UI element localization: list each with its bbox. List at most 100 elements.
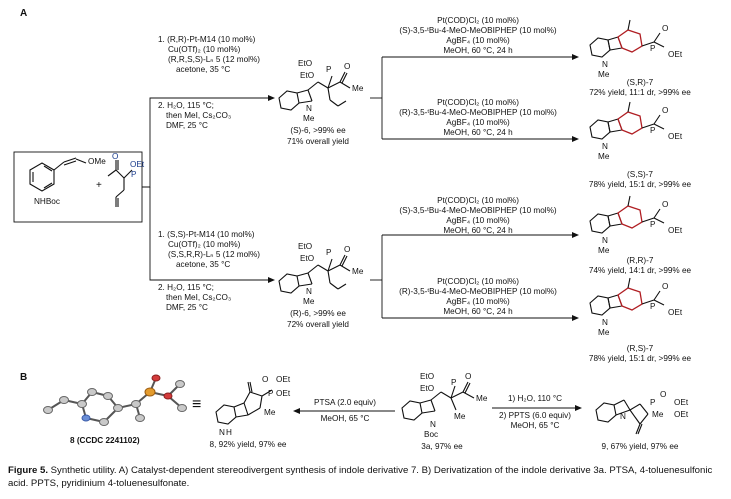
cond4-line4: MeOH, 60 °C, 24 h — [443, 307, 513, 316]
product1-o: O — [662, 24, 669, 33]
product8-o: O — [262, 375, 269, 384]
product1-oet: OEt — [668, 50, 683, 59]
upper-cond-5: 2. H₂O, 115 °C; — [158, 101, 214, 110]
product4-p: P — [650, 302, 656, 311]
molecule-aniline-alkyne — [29, 157, 87, 192]
product8-me: Me — [264, 408, 276, 417]
molecule-product-sr7 — [589, 19, 665, 58]
crystal-structure-image — [43, 374, 187, 426]
b-right-cond3: MeOH, 65 °C — [510, 421, 560, 430]
product8-oet: OEt — [276, 375, 291, 384]
product8-label: 8, 92% yield, 97% ee — [209, 440, 287, 449]
product2-name: (S,S)-7 — [627, 170, 653, 179]
upper-cond-6: then MeI, Cs₂CO₃ — [166, 111, 232, 120]
cond1-line2: (S)-3,5-ᵗBu-4-MeO-MeOBIPHEP (10 mol%) — [399, 26, 557, 35]
caption-head: Figure 5. — [8, 465, 48, 476]
product8-n: N — [219, 428, 225, 437]
product1-p: P — [650, 44, 656, 53]
product2-result: 78% yield, 15:1 dr, >99% ee — [588, 180, 692, 189]
b-left-cond1: PTSA (2.0 equiv) — [314, 398, 376, 407]
atom-n: N — [306, 104, 312, 113]
product9-me: Me — [652, 410, 664, 419]
product8-oet-2: OEt — [276, 389, 291, 398]
molecule-product-rs7 — [589, 277, 665, 316]
product9-n: N — [620, 412, 626, 421]
product4-oet: OEt — [668, 308, 683, 317]
upper-cond-3: (R,R,S,S)-Lₙ 5 (12 mol%) — [168, 55, 260, 64]
product2-o: O — [662, 106, 669, 115]
product9-o: O — [660, 390, 667, 399]
panel-label-a: A — [20, 8, 28, 19]
lower-cond-4: acetone, 35 °C — [176, 260, 231, 269]
molecule-product-9 — [595, 399, 649, 435]
cond2-line4: MeOH, 60 °C, 24 h — [443, 128, 513, 137]
crystal-label: 8 (CCDC 2241102) — [70, 436, 140, 445]
lower-route-line — [149, 187, 268, 281]
product4-result: 78% yield, 15:1 dr, >99% ee — [588, 354, 692, 363]
cond2-line3: AgBF₄ (10 mol%) — [446, 118, 510, 127]
equivalence-sign: ≡ — [192, 396, 202, 413]
product4-n: N — [602, 318, 608, 327]
product4-name: (R,S)-7 — [626, 344, 654, 353]
atom-p: P — [326, 65, 332, 74]
atom-n-me-2: Me — [303, 297, 315, 306]
start3a-me-2: Me — [454, 412, 466, 421]
product9-label: 9, 67% yield, 97% ee — [601, 442, 679, 451]
lower-cond-7: DMF, 25 °C — [166, 303, 208, 312]
molecule-product-ss7 — [589, 101, 665, 140]
atom-p-blue: P — [131, 170, 137, 179]
product4-o: O — [662, 282, 669, 291]
start3a-boc: Boc — [424, 430, 439, 439]
cond2-line2: (R)-3,5-ᵗBu-4-MeO-MeOBIPHEP (10 mol%) — [399, 108, 557, 117]
cond3-line2: (S)-3,5-ᵗBu-4-MeO-MeOBIPHEP (10 mol%) — [399, 206, 557, 215]
product8-nh: H — [226, 428, 232, 437]
atom-eto-4: EtO — [300, 254, 315, 263]
molecule-intermediate-s6 — [278, 71, 351, 111]
start3a-label: 3a, 97% ee — [421, 442, 463, 451]
start3a-me: Me — [476, 394, 488, 403]
atom-o: O — [344, 62, 351, 71]
lower-cond-6: then MeI, Cs₂CO₃ — [166, 293, 232, 302]
intermediate-r6-label: (R)-6, >99% ee — [290, 309, 346, 318]
cond3-line4: MeOH, 60 °C, 24 h — [443, 226, 513, 235]
upper-cond-4: acetone, 35 °C — [176, 65, 231, 74]
b-left-cond2: MeOH, 65 °C — [320, 414, 370, 423]
cond1-line1: Pt(COD)Cl₂ (10 mol%) — [437, 16, 519, 25]
product1-me: Me — [598, 70, 610, 79]
caption-body: Synthetic utility. A) Catalyst-dependent… — [8, 465, 713, 489]
atom-n-2: N — [306, 287, 312, 296]
product3-p: P — [650, 220, 656, 229]
atom-o-blue: O — [112, 152, 119, 161]
molecule-phosphonate-ketone — [107, 160, 133, 207]
panel-label-b: B — [20, 372, 28, 383]
molecule-intermediate-r6 — [278, 254, 351, 294]
atom-o-2: O — [344, 245, 351, 254]
upper-cond-1: 1. (R,R)-Pt-M14 (10 mol%) — [158, 35, 256, 44]
atom-eto-3: EtO — [298, 242, 313, 251]
product3-o: O — [662, 200, 669, 209]
cond4-line1: Pt(COD)Cl₂ (10 mol%) — [437, 277, 519, 286]
start3a-o: O — [465, 372, 472, 381]
product1-name: (S,R)-7 — [626, 78, 654, 87]
starting-material-box — [13, 151, 143, 223]
molecule-product-rr7 — [589, 195, 665, 234]
lower-cond-3: (S,S,R,R)-Lₙ 5 (12 mol%) — [168, 250, 260, 259]
product1-n: N — [602, 60, 608, 69]
product3-name: (R,R)-7 — [626, 256, 654, 265]
start3a-n: N — [430, 420, 436, 429]
product4-me: Me — [598, 328, 610, 337]
upper-route-line — [142, 97, 268, 188]
intermediate-s6-label: (S)-6, >99% ee — [290, 126, 346, 135]
cond2-line1: Pt(COD)Cl₂ (10 mol%) — [437, 98, 519, 107]
product3-oet: OEt — [668, 226, 683, 235]
arrow-head-upper — [268, 95, 275, 101]
cond4-line3: AgBF₄ (10 mol%) — [446, 297, 510, 306]
product3-me: Me — [598, 246, 610, 255]
molecule-product-8 — [215, 381, 273, 425]
product9-oet-2: OEt — [674, 410, 689, 419]
product9-p: P — [650, 398, 656, 407]
lower-cond-2: Cu(OTf)₂ (10 mol%) — [168, 240, 241, 249]
lower-cond-5: 2. H₂O, 115 °C; — [158, 283, 214, 292]
atom-me-2: Me — [352, 267, 364, 276]
